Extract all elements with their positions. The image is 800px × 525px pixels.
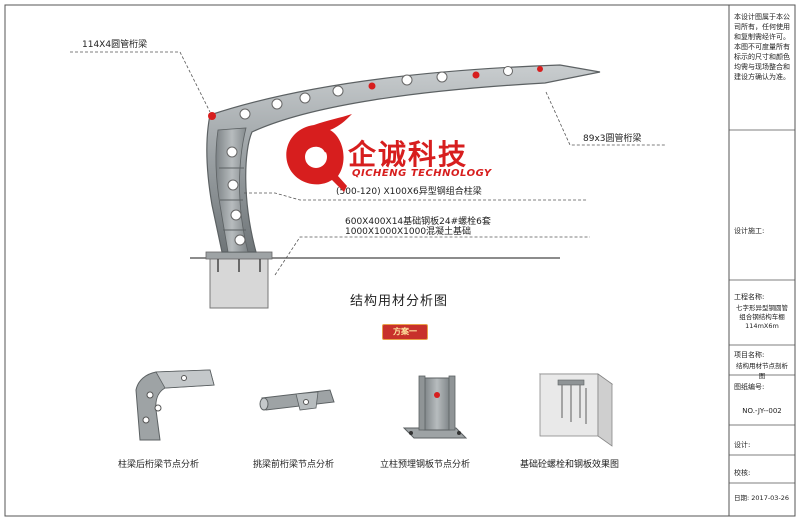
bolt-marker xyxy=(208,112,216,120)
title-block: 本设计图属于本公司所有，任何使用和复制需经许可。本图不可度量所有标示的尺寸和颜色… xyxy=(731,6,793,515)
callout-base-line2: 1000X1000X1000混凝土基础 xyxy=(345,225,471,237)
construction-label: 设计施工: xyxy=(734,227,765,235)
callout-leader-column xyxy=(244,192,588,201)
caption-column-beam-joint: 柱梁后桁梁节点分析 xyxy=(118,460,200,470)
column-hole xyxy=(230,209,242,221)
copyright-note: 本设计图属于本公司所有，任何使用和复制需经许可。本图不可度量所有标示的尺寸和颜色… xyxy=(734,13,790,81)
item-label: 项目名称: xyxy=(734,351,765,359)
beam-hole xyxy=(503,66,513,76)
bolt-marker xyxy=(472,71,480,79)
callout-top-beam: 114X4圆管桁梁 xyxy=(82,38,147,50)
project-label: 工程名称: xyxy=(734,293,765,301)
design-label: 设计: xyxy=(734,441,751,449)
drawing-no: NO.-JY--002 xyxy=(742,407,782,415)
caption-column-plate: 立柱预埋钢板节点分析 xyxy=(380,460,471,470)
column-hole xyxy=(226,146,238,158)
scheme-badge: 方案一 xyxy=(382,324,428,340)
bolt-marker xyxy=(537,66,543,72)
title-block-rules xyxy=(729,129,795,484)
callout-column: (500-120) X100X6异型钢组合柱梁 xyxy=(336,185,482,197)
project-name: 七字形异型钢圆管组合钢结构车棚114mX6m xyxy=(736,304,788,330)
callout-leader-right-beam xyxy=(545,91,665,146)
callout-leader-base xyxy=(274,236,590,276)
date-value: 2017-03-26 xyxy=(751,494,790,502)
logo-mark-icon xyxy=(286,114,352,192)
item-name: 结构用材节点剖析图 xyxy=(736,362,788,380)
detail-column-plate xyxy=(402,375,468,439)
beam-hole xyxy=(271,98,283,110)
beam-hole xyxy=(436,71,448,83)
check-label: 校核: xyxy=(734,469,751,477)
column-hole xyxy=(234,234,246,246)
sheet-border xyxy=(4,4,796,517)
logo-name-en: QICHENG TECHNOLOGY xyxy=(352,168,492,179)
section-title: 结构用材分析图 xyxy=(350,294,449,309)
beam-hole xyxy=(239,108,251,120)
beam-hole xyxy=(332,85,344,97)
callout-right-beam: 89x3圆管桁梁 xyxy=(583,132,642,144)
logo-name-cn: 企诚科技 xyxy=(348,138,469,171)
detail-foundation-block xyxy=(538,373,614,447)
column-hole xyxy=(227,179,239,191)
caption-foundation-block: 基础砼螺栓和钢板效果图 xyxy=(520,460,620,470)
callout-base-line1: 600X400X14基础钢板24#螺栓6套 xyxy=(345,215,491,227)
beam-hole xyxy=(299,92,311,104)
detail-cantilever-joint xyxy=(259,389,335,411)
drawing-no-label: 图纸编号: xyxy=(734,383,765,391)
date-label: 日期: xyxy=(734,494,750,502)
detail-column-beam-joint xyxy=(135,369,215,441)
date-row: 日期: 2017-03-26 xyxy=(731,491,793,505)
callout-leader-top-beam xyxy=(70,51,211,113)
bolt-marker xyxy=(368,82,376,90)
beam-hole xyxy=(401,74,413,86)
base-plate xyxy=(205,251,273,260)
caption-cantilever-joint: 挑梁前桁梁节点分析 xyxy=(253,460,335,470)
